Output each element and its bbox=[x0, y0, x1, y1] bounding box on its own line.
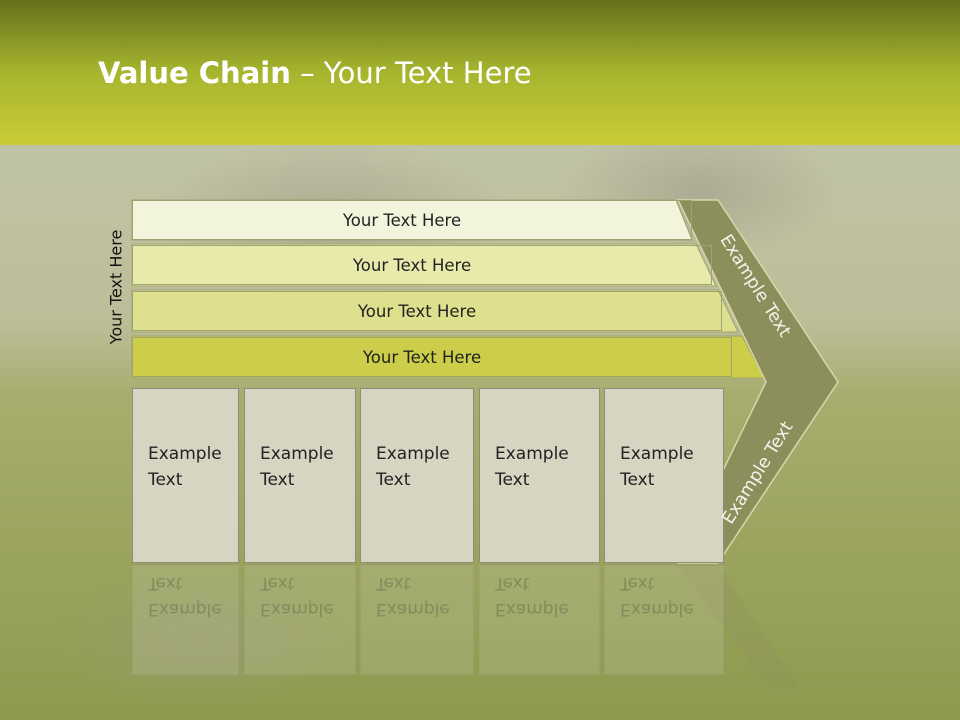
row-4: Your Text Here bbox=[132, 337, 732, 377]
box-1-reflection-line1: Example bbox=[148, 599, 222, 619]
box-2-reflection-line2: Text bbox=[260, 573, 295, 593]
row-2: Your Text Here bbox=[132, 245, 712, 285]
row-2-label: Your Text Here bbox=[352, 255, 472, 275]
row-1: Your Text Here bbox=[132, 200, 692, 240]
box-4-line2: Text bbox=[495, 470, 530, 490]
box-5-line1: Example bbox=[620, 444, 694, 464]
box-2-line2: Text bbox=[260, 470, 295, 490]
box-5-reflection-line1: Example bbox=[620, 599, 694, 619]
row-1-label: Your Text Here bbox=[342, 210, 462, 230]
box-1-reflection: Example Text bbox=[132, 565, 239, 675]
row-3-label: Your Text Here bbox=[357, 301, 477, 321]
title-bold: Value Chain bbox=[98, 56, 291, 90]
box-3-reflection: Example Text bbox=[360, 565, 474, 675]
box-5-reflection: Example Text bbox=[604, 565, 724, 675]
box-5-reflection-line2: Text bbox=[620, 573, 655, 593]
box-2-reflection: Example Text bbox=[244, 565, 356, 675]
header-bar bbox=[0, 0, 960, 145]
box-1-reflection-line2: Text bbox=[148, 573, 183, 593]
chevron-reflection bbox=[678, 565, 800, 690]
box-4-reflection-line1: Example bbox=[495, 599, 569, 619]
row-3: Your Text Here bbox=[132, 291, 722, 331]
box-1-line2: Text bbox=[148, 470, 183, 490]
box-3-reflection-line2: Text bbox=[376, 573, 411, 593]
box-4-reflection: Example Text bbox=[479, 565, 600, 675]
box-2-reflection-line1: Example bbox=[260, 599, 334, 619]
slide-title: Value Chain – Your Text Here bbox=[98, 56, 532, 90]
box-1-line1: Example bbox=[148, 444, 222, 464]
box-2-line1: Example bbox=[260, 444, 334, 464]
box-4-reflection-line2: Text bbox=[495, 573, 530, 593]
box-4-line1: Example bbox=[495, 444, 569, 464]
row-4-label: Your Text Here bbox=[362, 347, 482, 367]
chevron-shape bbox=[676, 199, 839, 564]
box-5-line2: Text bbox=[620, 470, 655, 490]
box-3-line1: Example bbox=[376, 444, 450, 464]
title-rest: – Your Text Here bbox=[290, 56, 532, 90]
box-3-line2: Text bbox=[376, 470, 411, 490]
box-3-reflection-line1: Example bbox=[376, 599, 450, 619]
